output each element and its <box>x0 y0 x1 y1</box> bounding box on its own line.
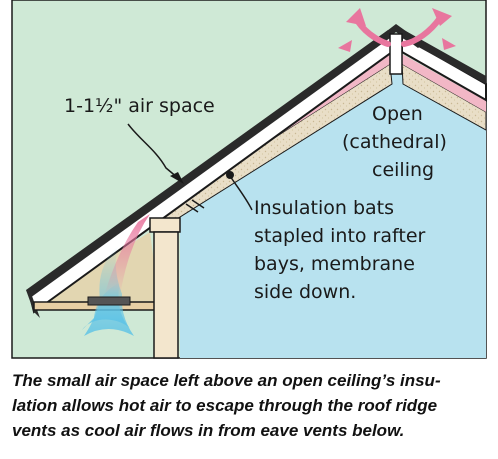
ceiling-label-line1: Open <box>372 103 423 125</box>
ridge-vent-icon <box>346 8 366 26</box>
air-space-label: 1-1½" air space <box>64 95 215 117</box>
insulation-dot <box>226 171 234 179</box>
ridge-right-arrow <box>442 38 456 50</box>
caption-line-1: The small air space left above an open c… <box>12 371 441 390</box>
wall-stud <box>153 231 179 359</box>
warm-air-channel <box>104 214 150 296</box>
figure-caption: The small air space left above an open c… <box>12 368 492 443</box>
eave-vent-icon <box>87 296 131 306</box>
insulation-leader <box>229 175 253 211</box>
caption-line-3: vents as cool air flows in from eave ven… <box>12 421 405 440</box>
ridge-vent-arrow-right <box>432 8 452 26</box>
air-space-membrane-right <box>402 54 486 112</box>
insulation-label-line1: Insulation bats <box>254 197 394 219</box>
air-space-bracket <box>185 199 205 213</box>
ridge-board <box>389 33 403 75</box>
interior-ceiling-area <box>180 68 486 358</box>
air-space-leader <box>127 123 179 179</box>
ceiling-label-line3: ceiling <box>372 159 434 181</box>
insulation-label-line3: bays, membrane <box>254 253 415 275</box>
insulation-label-line4: side down. <box>254 281 356 303</box>
ridge-left-arrow <box>338 40 352 52</box>
insulation-label-line2: stapled into rafter <box>254 225 426 247</box>
eave-fascia <box>26 290 40 318</box>
air-space-pointer <box>170 172 184 184</box>
caption-line-2: lation allows hot air to escape through … <box>12 396 438 415</box>
wall-top-plate <box>149 217 181 233</box>
ceiling-label-line2: (cathedral) <box>342 131 447 153</box>
roof-shingle-left <box>26 30 390 298</box>
